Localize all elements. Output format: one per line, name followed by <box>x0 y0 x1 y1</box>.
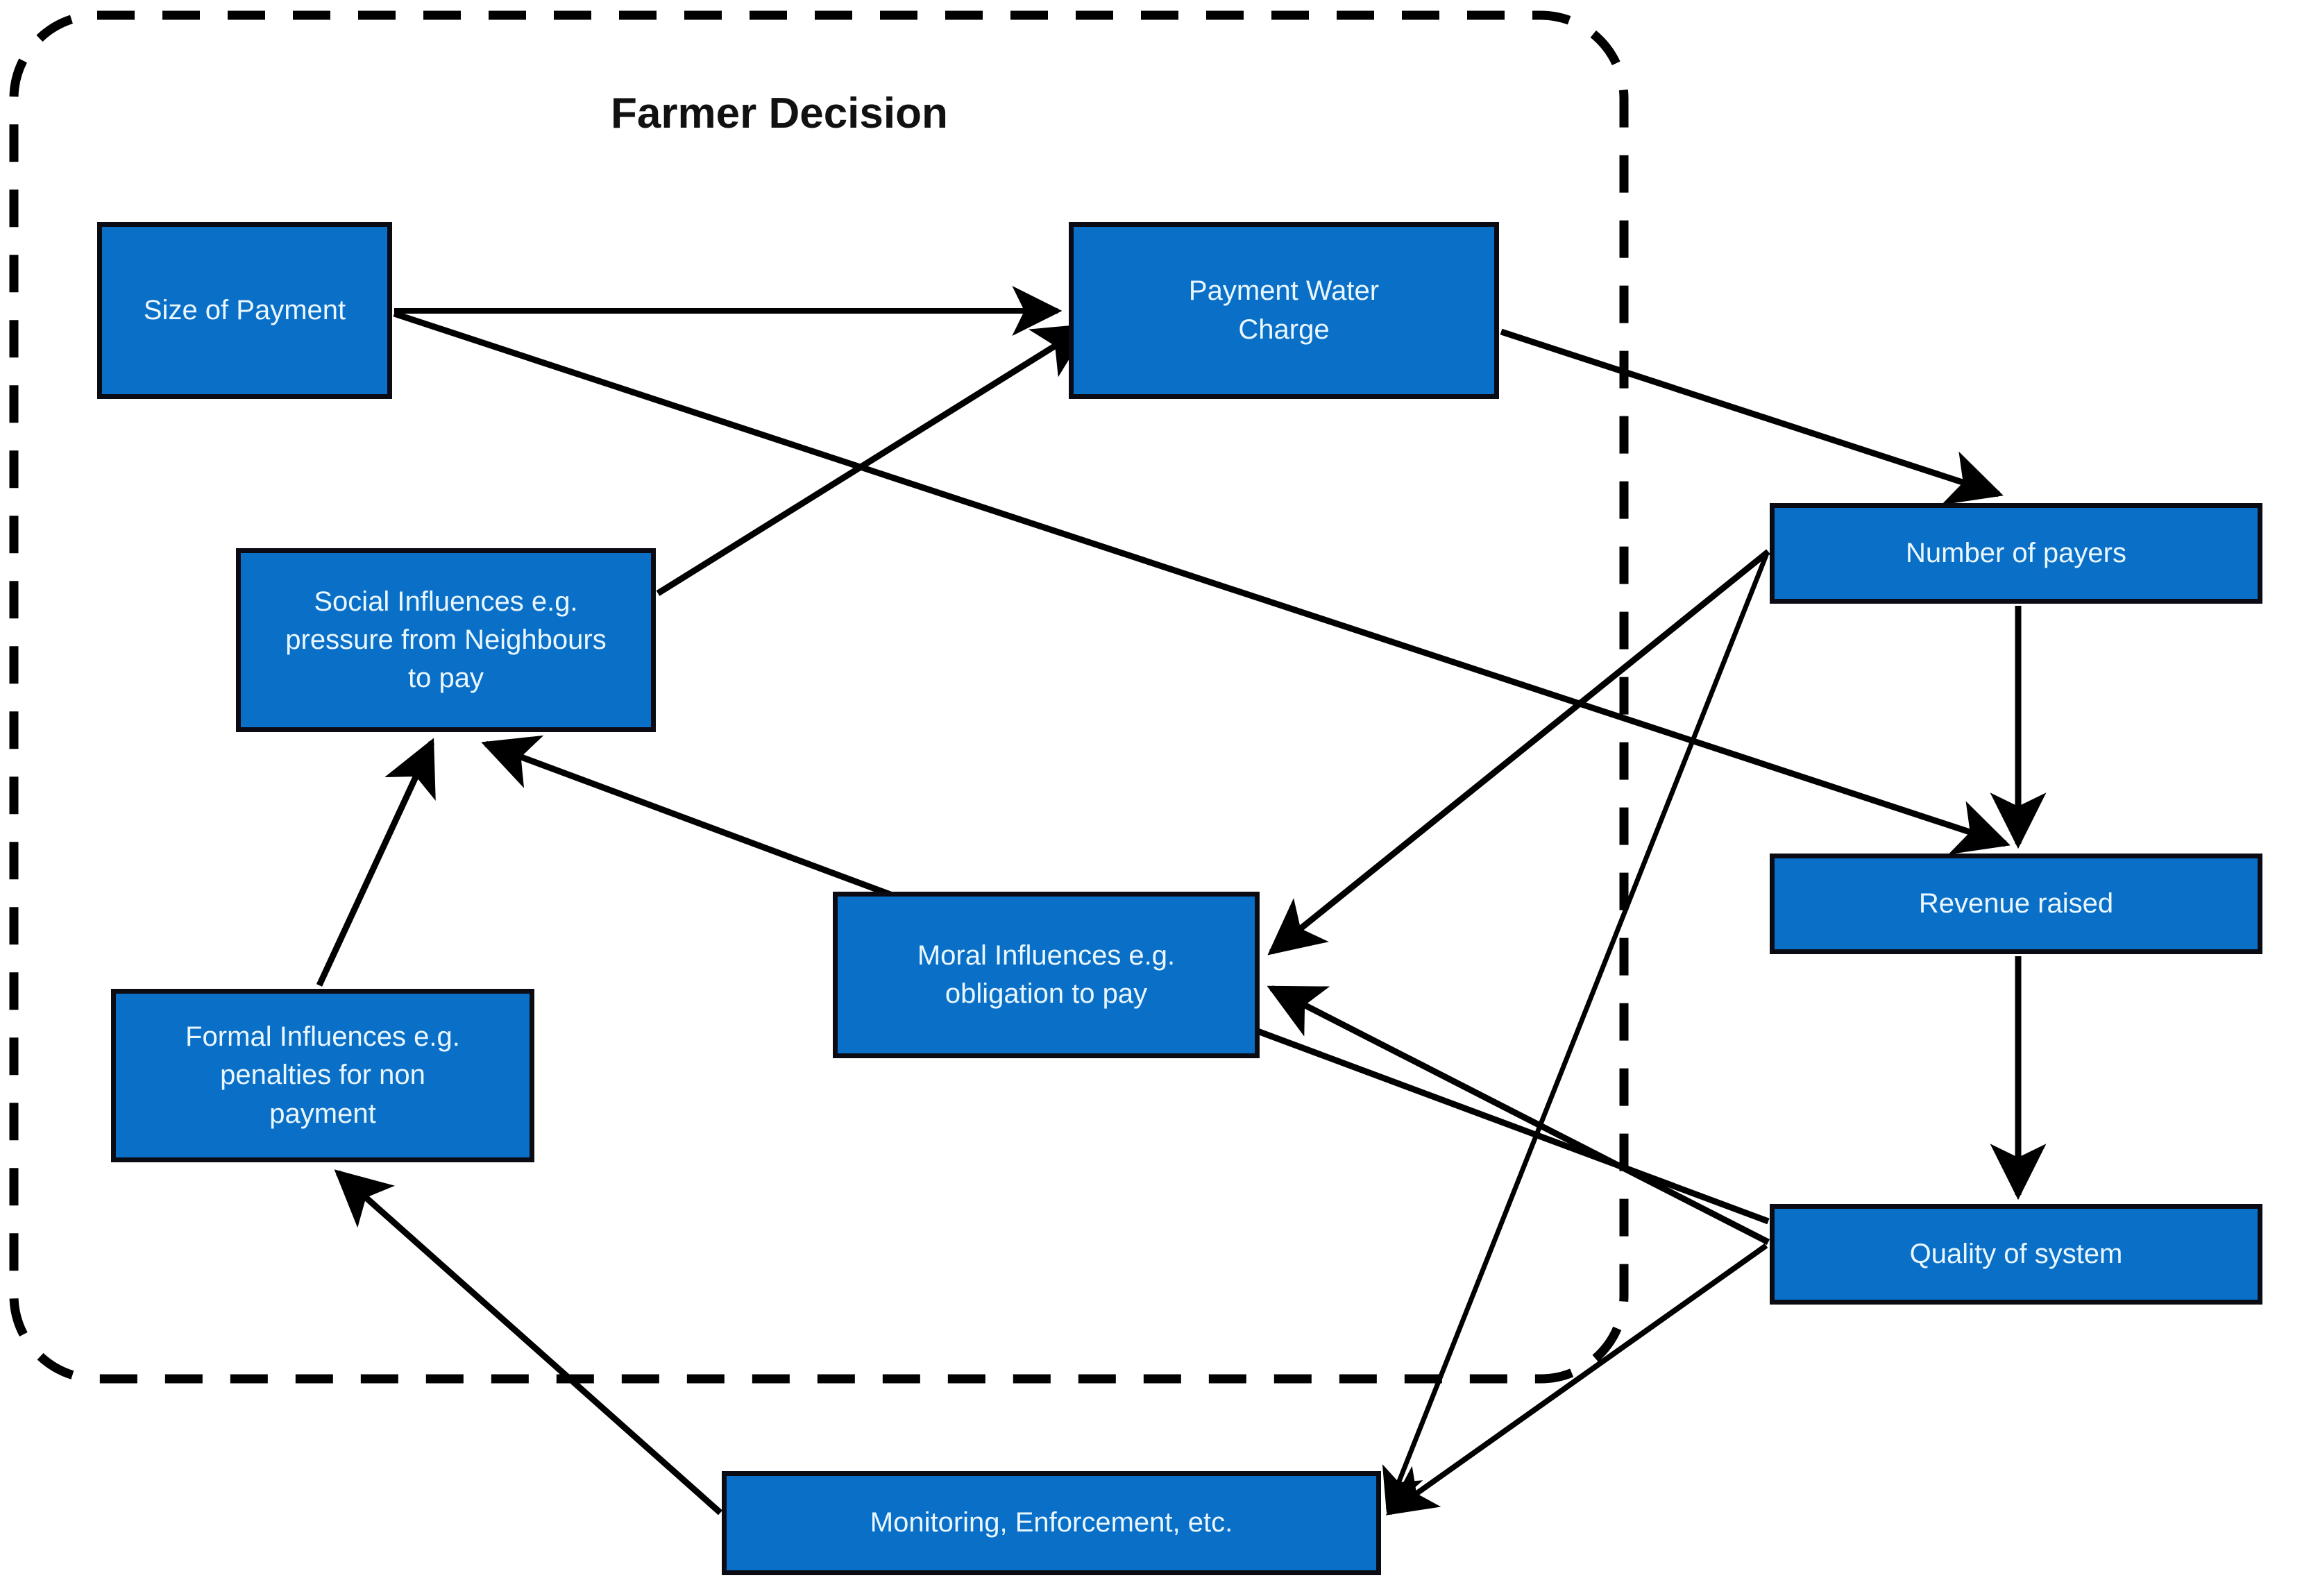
node-label: Size of Payment <box>143 294 346 325</box>
edge-quality-of-system-to-monitoring <box>1385 1243 1768 1516</box>
edge-size-of-payment-to-revenue-raised <box>393 310 2011 855</box>
node-payment-water-charge[interactable]: Payment Water Charge <box>1069 222 1499 399</box>
node-revenue-raised[interactable]: Revenue raised <box>1770 854 2262 954</box>
node-monitoring-enforcement[interactable]: Monitoring, Enforcement, etc. <box>722 1471 1381 1575</box>
node-quality-of-system[interactable]: Quality of system <box>1770 1204 2262 1305</box>
node-label: Payment Water Charge <box>1188 275 1380 345</box>
node-label: Quality of system <box>1909 1238 2123 1269</box>
edge-payment-water-charge-to-number-of-payers <box>1500 328 2004 505</box>
farmer-decision-boundary <box>9 10 1629 1384</box>
node-label: Number of payers <box>1906 537 2126 568</box>
node-label: Revenue raised <box>1918 888 2114 919</box>
node-number-of-payers[interactable]: Number of payers <box>1770 503 2262 604</box>
edge-monitoring-to-formal-influences <box>334 1169 722 1516</box>
node-moral-influences[interactable]: Moral Influences e.g. obligation to pay <box>833 892 1260 1058</box>
edge-formal-influences-to-social-influences <box>316 738 436 987</box>
edge-number-of-payers-to-monitoring <box>1382 554 1769 1513</box>
node-size-of-payment[interactable]: Size of Payment <box>97 222 392 399</box>
node-social-influences[interactable]: Social Influences e.g. pressure from Nei… <box>236 548 656 732</box>
edge-quality-of-system-to-moral-influences <box>1267 985 1770 1246</box>
page-title: Farmer Decision <box>611 90 948 137</box>
edge-number-of-payers-to-moral-influences <box>1267 549 1770 956</box>
node-formal-influences[interactable]: Formal Influences e.g. penalties for non… <box>111 989 534 1162</box>
node-label: Formal Influences e.g. penalties for non… <box>185 1021 460 1129</box>
node-label: Moral Influences e.g. obligation to pay <box>917 940 1176 1009</box>
edge-social-influences-to-payment-water-charge <box>656 323 1092 596</box>
node-label: Monitoring, Enforcement, etc. <box>870 1507 1233 1538</box>
node-label: Social Influences e.g. pressure from Nei… <box>285 586 607 694</box>
